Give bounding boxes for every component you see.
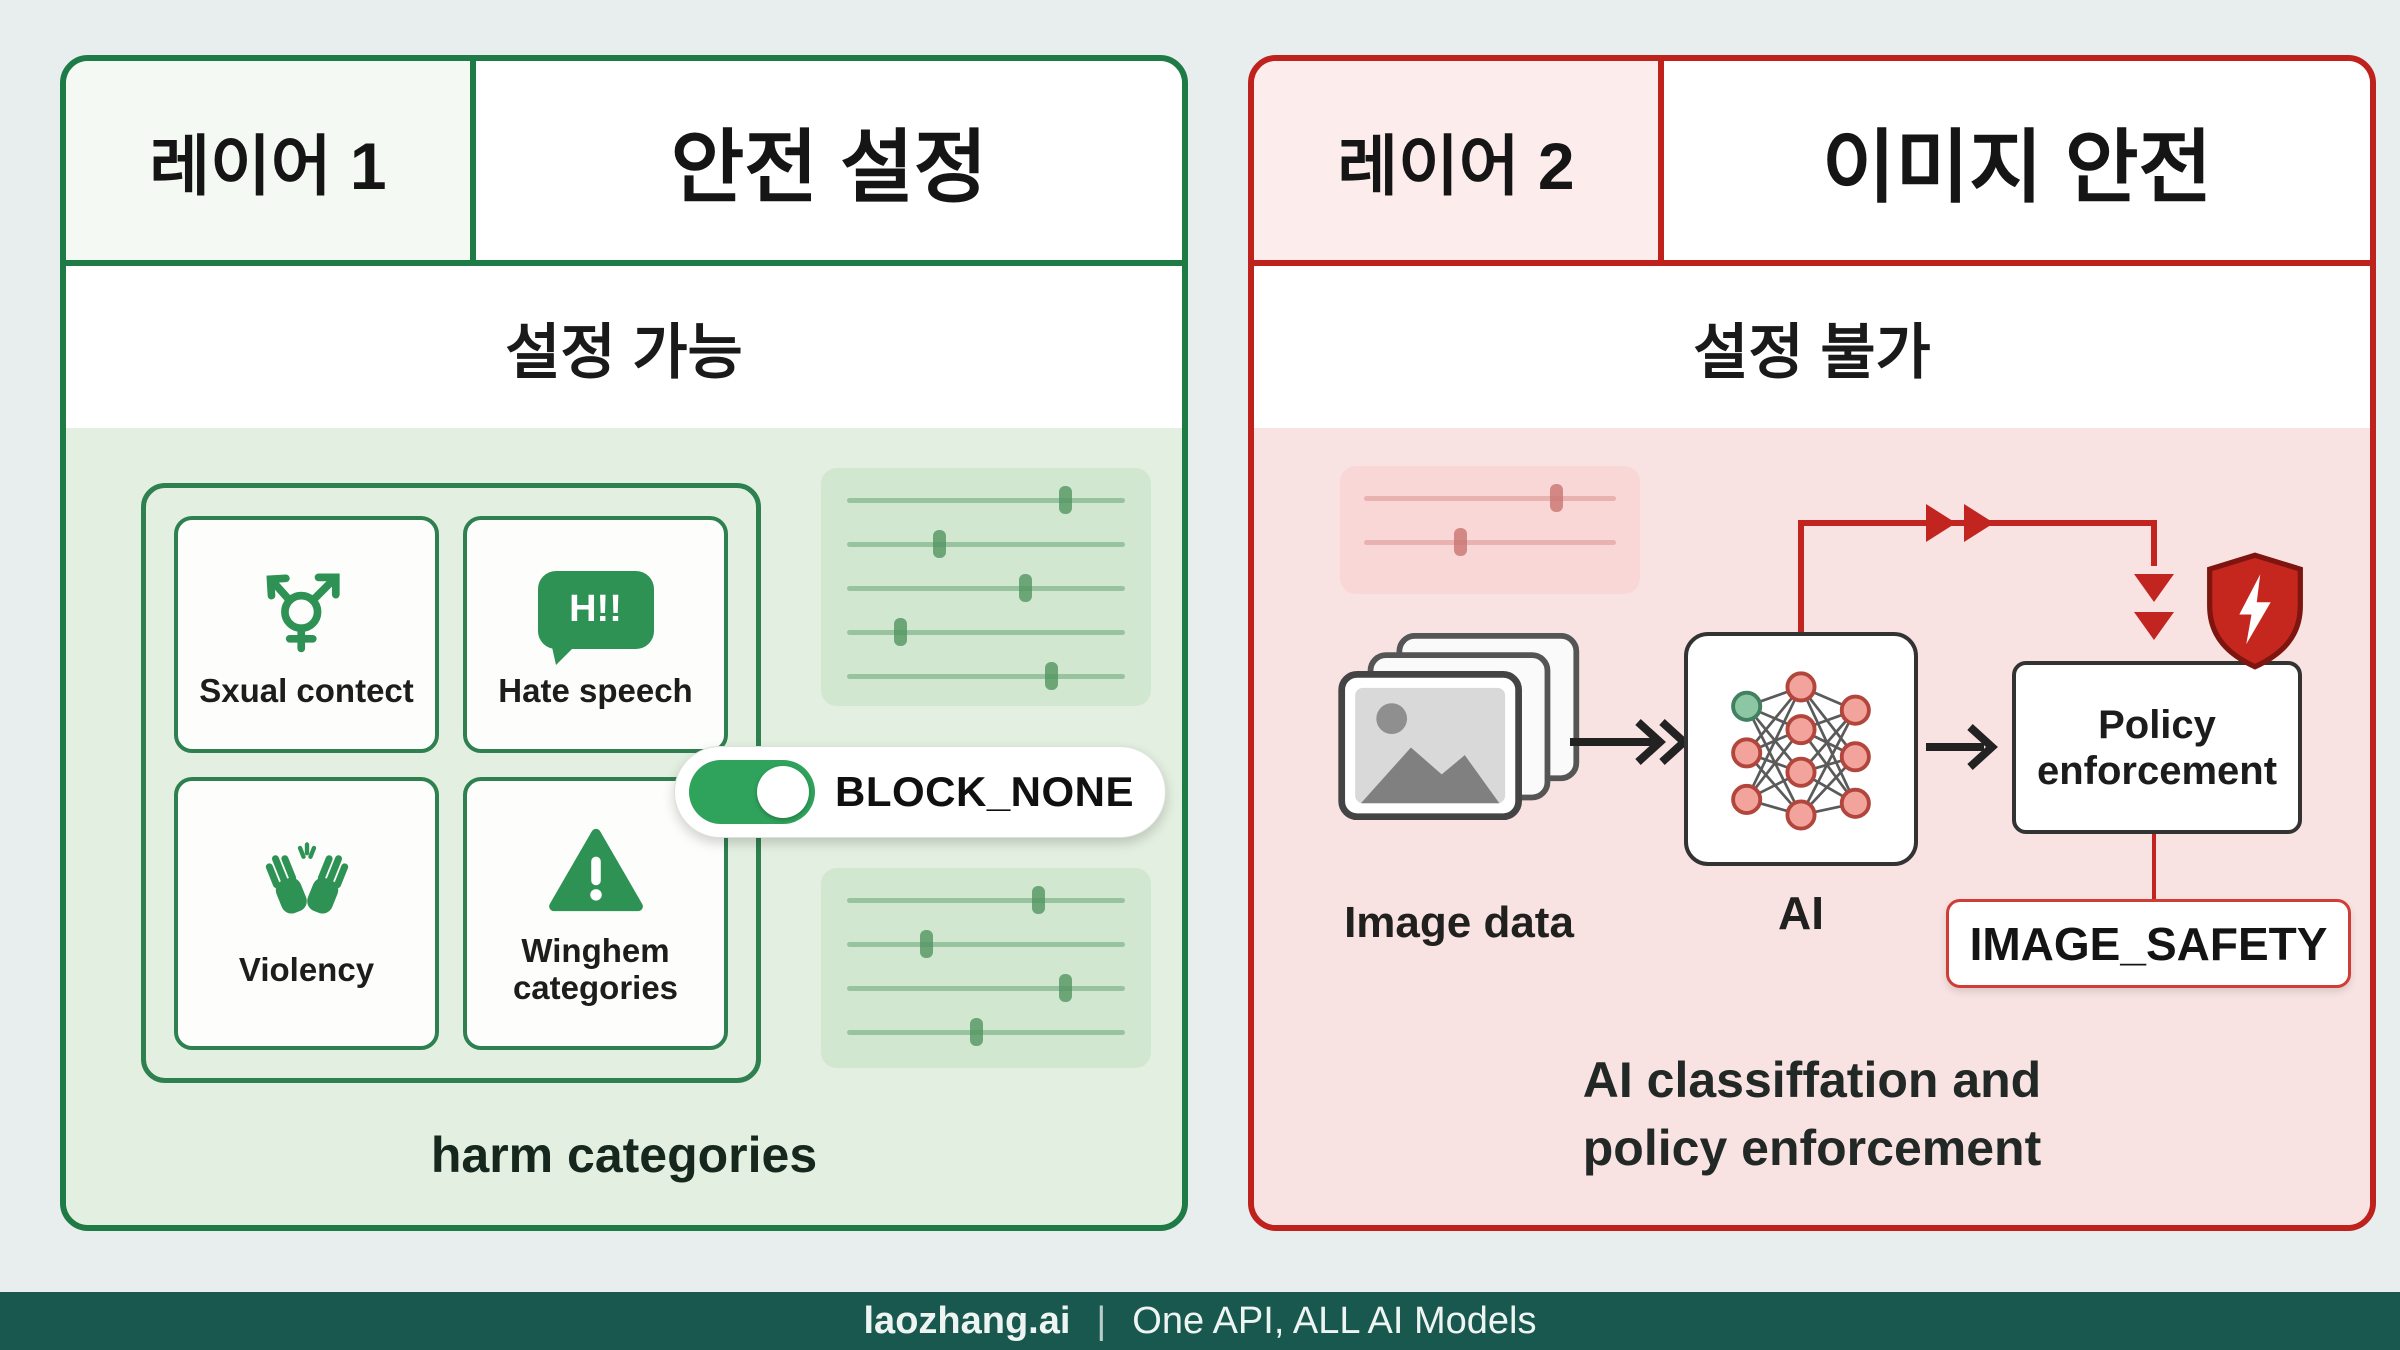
slider-row (821, 566, 1151, 610)
layer2-header: 레이어 2 이미지 안전 (1254, 61, 2370, 266)
harm-card-label: Hate speech (498, 671, 693, 709)
harm-categories-box: Sxual contect H!! Hate speech (141, 483, 761, 1083)
slider-row (1340, 520, 1640, 564)
harm-card-other-categories: Winghem categories (463, 776, 728, 1050)
harm-card-label: Winghem categories (512, 932, 679, 1007)
speech-bubble-text: H!! (537, 570, 654, 665)
footer-separator: | (1096, 1299, 1107, 1342)
decorative-sliders-top (821, 468, 1151, 706)
slider-row (821, 1010, 1151, 1054)
red-flow-path (1798, 504, 2174, 899)
footer-bar: laozhang.ai | One API, ALL AI Models (0, 1292, 2400, 1350)
gender-symbol-icon (259, 559, 355, 661)
shield-icon (2207, 552, 2303, 670)
layer2-caption-line2: policy enforcement (1582, 1120, 2042, 1176)
warning-triangle-icon (548, 819, 644, 921)
arrow-image-to-ai-icon (1570, 719, 1688, 765)
layer2-subheader: 설정 불가 (1254, 266, 2370, 428)
layer1-content: Sxual contect H!! Hate speech (66, 428, 1182, 1225)
harm-card-label: Sxual contect (199, 671, 414, 709)
arrow-ai-to-policy-icon (1926, 724, 1998, 770)
slider-row (821, 654, 1151, 698)
footer-brand: laozhang.ai (863, 1299, 1071, 1342)
harm-card-violence: Violency (174, 776, 439, 1050)
harm-card-sexual-content: Sxual contect (174, 516, 439, 753)
decorative-sliders-bottom (821, 868, 1151, 1068)
slider-row (821, 522, 1151, 566)
block-none-toggle[interactable]: BLOCK_NONE (674, 746, 1166, 838)
policy-enforcement-box: Policy enforcement (2012, 661, 2302, 834)
photo-stack-icon (1338, 633, 1580, 821)
clapping-hands-icon (252, 838, 362, 940)
harm-card-label: Violency (238, 950, 375, 988)
footer-tagline: One API, ALL AI Models (1132, 1299, 1537, 1342)
slider-row (821, 878, 1151, 922)
image-safety-badge: IMAGE_SAFETY (1946, 899, 2351, 988)
layer2-panel: 레이어 2 이미지 안전 설정 불가 (1248, 55, 2376, 1231)
layer2-caption-line1: AI classiffation and (1582, 1052, 2042, 1108)
speech-bubble-icon: H!! (537, 559, 654, 665)
image-data-label: Image data (1344, 898, 1574, 947)
toggle-label: BLOCK_NONE (835, 768, 1135, 815)
layer1-panel: 레이어 1 안전 설정 설정 가능 (60, 55, 1188, 1231)
layer2-caption: AI classiffation and policy enforcement (1254, 1046, 2370, 1182)
slider-row (821, 610, 1151, 654)
slider-row (821, 478, 1151, 522)
ai-label: AI (1778, 887, 1824, 939)
toggle-on-icon[interactable] (689, 760, 815, 824)
neural-network-icon (1684, 632, 1918, 866)
slider-row (821, 922, 1151, 966)
layer1-title: 안전 설정 (476, 61, 1182, 260)
harm-card-hate-speech: H!! Hate speech (463, 516, 728, 753)
slider-row (821, 966, 1151, 1010)
decorative-sliders-pink (1340, 466, 1640, 594)
layer2-title: 이미지 안전 (1664, 61, 2370, 260)
layer1-badge: 레이어 1 (66, 61, 476, 260)
layer2-badge: 레이어 2 (1254, 61, 1664, 260)
slider-row (1340, 476, 1640, 520)
layer1-header: 레이어 1 안전 설정 (66, 61, 1182, 266)
layer2-content: Image data (1254, 428, 2370, 1225)
layer1-subheader: 설정 가능 (66, 266, 1182, 428)
toggle-knob[interactable] (757, 766, 809, 818)
harm-categories-caption: harm categories (430, 1127, 818, 1183)
